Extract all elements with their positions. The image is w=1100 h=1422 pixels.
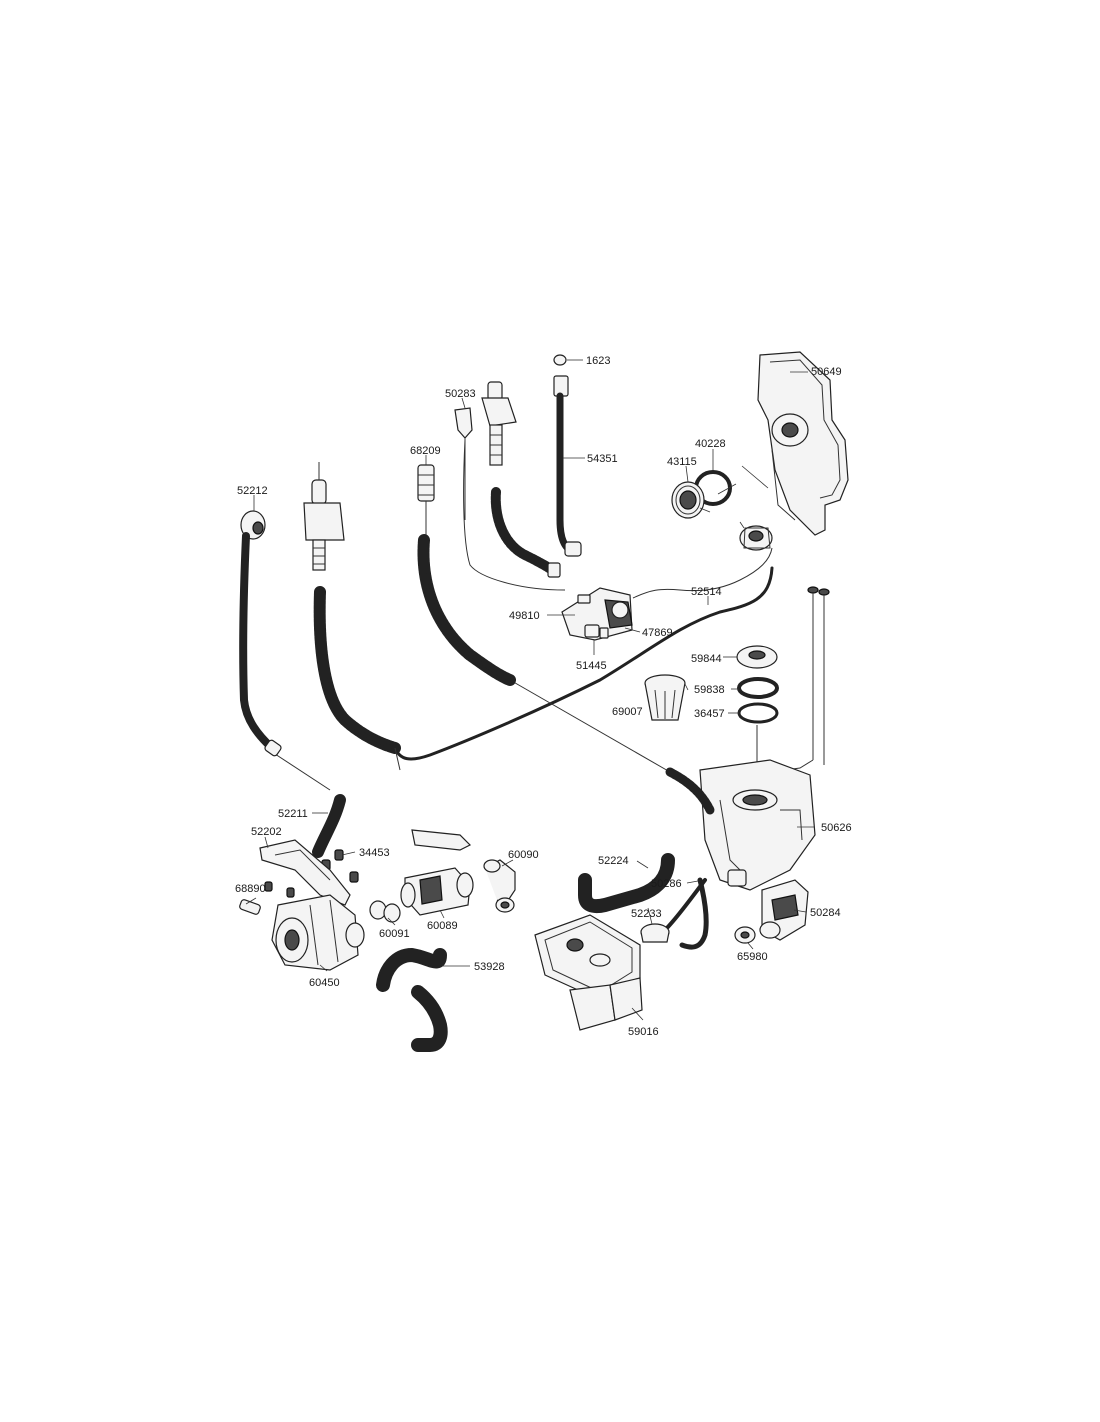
label-69007: 69007 [612,706,643,718]
label-60089: 60089 [427,920,458,932]
bracket-52202 [259,839,351,906]
screws [784,586,830,771]
label-50626: 50626 [821,822,852,834]
label-52202: 52202 [251,826,282,838]
inlet-hose-aquastop [303,462,401,771]
label-40228: 40228 [695,438,726,450]
pipe-54351 [553,354,582,557]
hose-52224 [578,853,675,914]
label-49810: 49810 [509,610,540,622]
basket-69007 [644,674,686,721]
cover-52233 [640,923,670,943]
label-54351: 54351 [587,453,618,465]
label-50283: 50283 [445,388,476,400]
ring-59838 [737,677,779,699]
label-52224: 52224 [598,855,629,867]
hose-52211 [312,794,346,858]
label-53928: 53928 [474,961,505,973]
label-50286: 50286 [651,878,682,890]
sump-59016 [534,914,643,1031]
pump-50284 [759,879,809,941]
leader-lines [245,359,815,1021]
label-51445: 51445 [576,660,607,672]
label-50284: 50284 [810,907,841,919]
heater-60089 [400,829,474,916]
label-34453: 34453 [359,847,390,859]
label-1623: 1623 [586,355,610,367]
softener-50626 [665,759,816,891]
clamp-60091 [369,900,401,923]
label-59838: 59838 [694,684,725,696]
elbow-60090 [483,859,516,913]
label-65980: 65980 [737,951,768,963]
label-60450: 60450 [309,977,340,989]
pump-60450 [271,894,365,971]
label-52233: 52233 [631,908,662,920]
plug-68890 [239,881,295,915]
label-59016: 59016 [628,1026,659,1038]
valve-assembly-49810 [561,587,633,641]
label-50649: 50649 [811,366,842,378]
bracket-50649 [757,351,849,536]
label-43115: 43115 [667,456,697,468]
label-52211: 52211 [278,808,308,820]
ring-36457 [737,702,779,724]
label-47869: 47869 [642,627,673,639]
hub-part [739,525,773,551]
drain-hose-52212 [239,510,282,757]
label-59844: 59844 [691,653,722,665]
label-60090: 60090 [508,849,539,861]
label-68209: 68209 [410,445,441,457]
filter-43115 [671,481,705,519]
seal-65980 [734,926,756,944]
label-36457: 36457 [694,708,725,720]
label-52514: 52514 [691,586,722,598]
label-52212: 52212 [237,485,268,497]
nut-59844 [736,645,778,669]
label-60091: 60091 [379,928,410,940]
inlet-valve-hose [481,381,561,578]
label-68890: 68890 [235,883,266,895]
connector-50283 [454,407,566,591]
hose-53928 [376,948,448,1052]
